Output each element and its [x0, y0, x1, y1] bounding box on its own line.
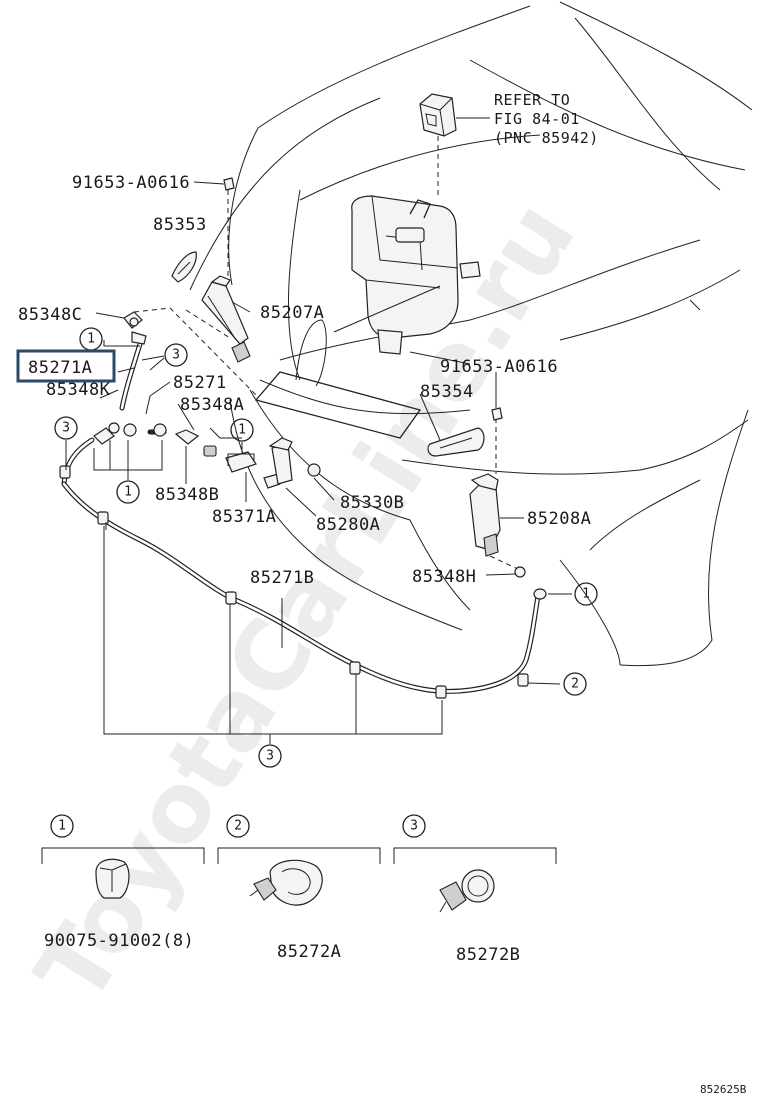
svg-text:2: 2: [571, 677, 579, 692]
vehicle-body-outline: [189, 1, 753, 667]
legend-item-3: 3 85272B: [393, 814, 557, 965]
label-85371a: 85371A: [212, 507, 276, 527]
callout-3b: 3: [54, 416, 78, 440]
washer-nozzle-right: [469, 407, 503, 557]
svg-text:3: 3: [266, 749, 274, 764]
cover-85354: [427, 427, 485, 457]
highlighted-part-85271a: 85271A: [16, 349, 116, 383]
reservoir-cap: [419, 93, 457, 196]
label-85348a: 85348A: [180, 395, 244, 415]
legend-part-90075: 90075-91002(8): [44, 931, 194, 951]
svg-text:3: 3: [172, 348, 180, 363]
hose-joints: [93, 311, 526, 578]
legend-item-2: 2 85272A: [217, 814, 381, 962]
label-85348k: 85348K: [46, 380, 111, 400]
label-85330b: 85330B: [340, 493, 404, 513]
clamp-85272b-icon: [439, 869, 495, 913]
svg-text:2: 2: [234, 819, 242, 834]
label-91653-a0616-mid: 91653-A0616: [440, 357, 558, 377]
refer-line-2: FIG 84-01: [494, 110, 580, 128]
callout-2a: 2: [563, 672, 587, 696]
svg-text:3: 3: [410, 819, 418, 834]
callout-1a: 1: [79, 327, 103, 351]
leader-lines: [65, 181, 572, 744]
svg-text:1: 1: [582, 587, 590, 602]
legend-item-1: 1 90075-91002(8): [41, 814, 205, 951]
svg-text:3: 3: [62, 421, 70, 436]
refer-line-1: REFER TO: [494, 91, 570, 109]
callout-1d: 1: [574, 582, 598, 606]
refer-line-3: (PNC 85942): [494, 129, 599, 147]
legend-part-85272b: 85272B: [456, 945, 520, 965]
callout-1c: 1: [230, 418, 254, 442]
callout-3c: 3: [258, 744, 282, 768]
label-85208a: 85208A: [527, 509, 591, 529]
clip-90075-icon: [95, 858, 130, 899]
callout-markers: 1 3 3 1 1 1 2 3: [54, 327, 598, 768]
legend: 1 90075-91002(8) 2 85272A 3: [41, 814, 557, 965]
part-labels: 91653-A0616 85353 85348C 85207A 85348K 8…: [18, 173, 591, 588]
clamp-85272a-icon: [249, 859, 323, 906]
label-85271: 85271: [173, 373, 227, 393]
washer-tank: [351, 195, 481, 355]
label-85271a: 85271A: [28, 358, 92, 378]
label-85354: 85354: [420, 382, 474, 402]
label-91653-a0616-top: 91653-A0616: [72, 173, 190, 193]
washer-nozzle-left: [201, 177, 251, 363]
footer-code: 852625B: [700, 1083, 747, 1096]
label-85207a: 85207A: [260, 303, 324, 323]
refer-note: REFER TO FIG 84-01 (PNC 85942): [456, 91, 599, 147]
label-85353: 85353: [153, 215, 207, 235]
label-85348h: 85348H: [412, 567, 476, 587]
svg-text:1: 1: [87, 332, 95, 347]
callout-3a: 3: [164, 343, 188, 367]
cover-85353: [171, 251, 197, 283]
label-85348b: 85348B: [155, 485, 219, 505]
svg-text:1: 1: [238, 423, 246, 438]
callout-1b: 1: [116, 480, 140, 504]
svg-text:1: 1: [124, 485, 132, 500]
svg-text:1: 1: [58, 819, 66, 834]
hose-clamps: [59, 465, 547, 699]
label-85280a: 85280A: [316, 515, 380, 535]
legend-part-85272a: 85272A: [277, 942, 341, 962]
label-85348c: 85348C: [18, 305, 82, 325]
label-85271b: 85271B: [250, 568, 314, 588]
